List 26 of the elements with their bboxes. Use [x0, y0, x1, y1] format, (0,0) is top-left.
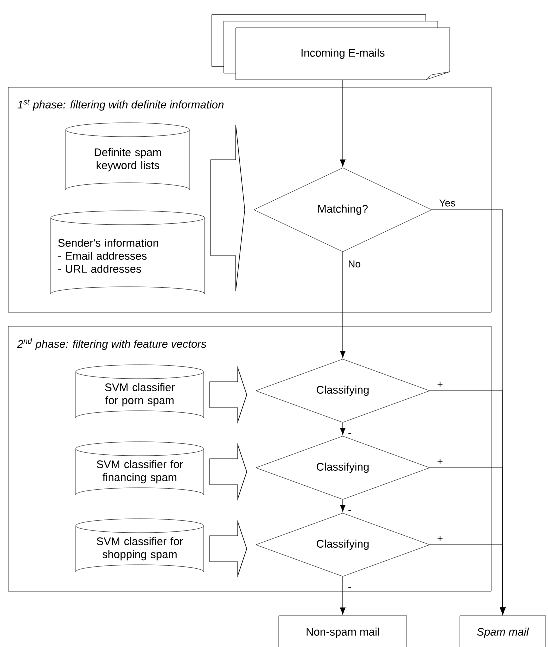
- arrow: [340, 422, 346, 436]
- block-arrow: [210, 520, 248, 578]
- arrow: [340, 500, 346, 512]
- document-stack: Incoming E-mails: [212, 14, 450, 80]
- database-cylinder: SVM classifier for shopping spam: [76, 518, 204, 572]
- database-cylinder: SVM classifier for financing spam: [76, 442, 204, 496]
- edge-label: -: [347, 432, 353, 438]
- edge-label: -: [347, 586, 353, 592]
- edge-label: -: [347, 509, 353, 514]
- edge-label: Yes: [438, 198, 457, 208]
- edge-label: +: [436, 535, 444, 543]
- arrow: [430, 544, 506, 615]
- database-cylinder: Sender's information - Email addresses - URL addresses: [50, 210, 206, 294]
- arrow: [340, 576, 346, 615]
- database-cylinder: SVM classifier for porn spam: [76, 364, 204, 418]
- edge-label: +: [436, 458, 444, 466]
- result-box: Spam mail: [460, 616, 546, 647]
- block-arrow: [210, 124, 246, 292]
- block-arrow: [210, 443, 248, 501]
- database-cylinder: Definite spam keyword lists: [66, 122, 190, 190]
- arrow: [340, 80, 346, 167]
- edge-label: No: [347, 260, 362, 269]
- block-arrow: [210, 366, 248, 424]
- edge-label: +: [436, 381, 444, 389]
- result-box: Non-spam mail: [278, 616, 408, 647]
- arrow: [340, 252, 346, 358]
